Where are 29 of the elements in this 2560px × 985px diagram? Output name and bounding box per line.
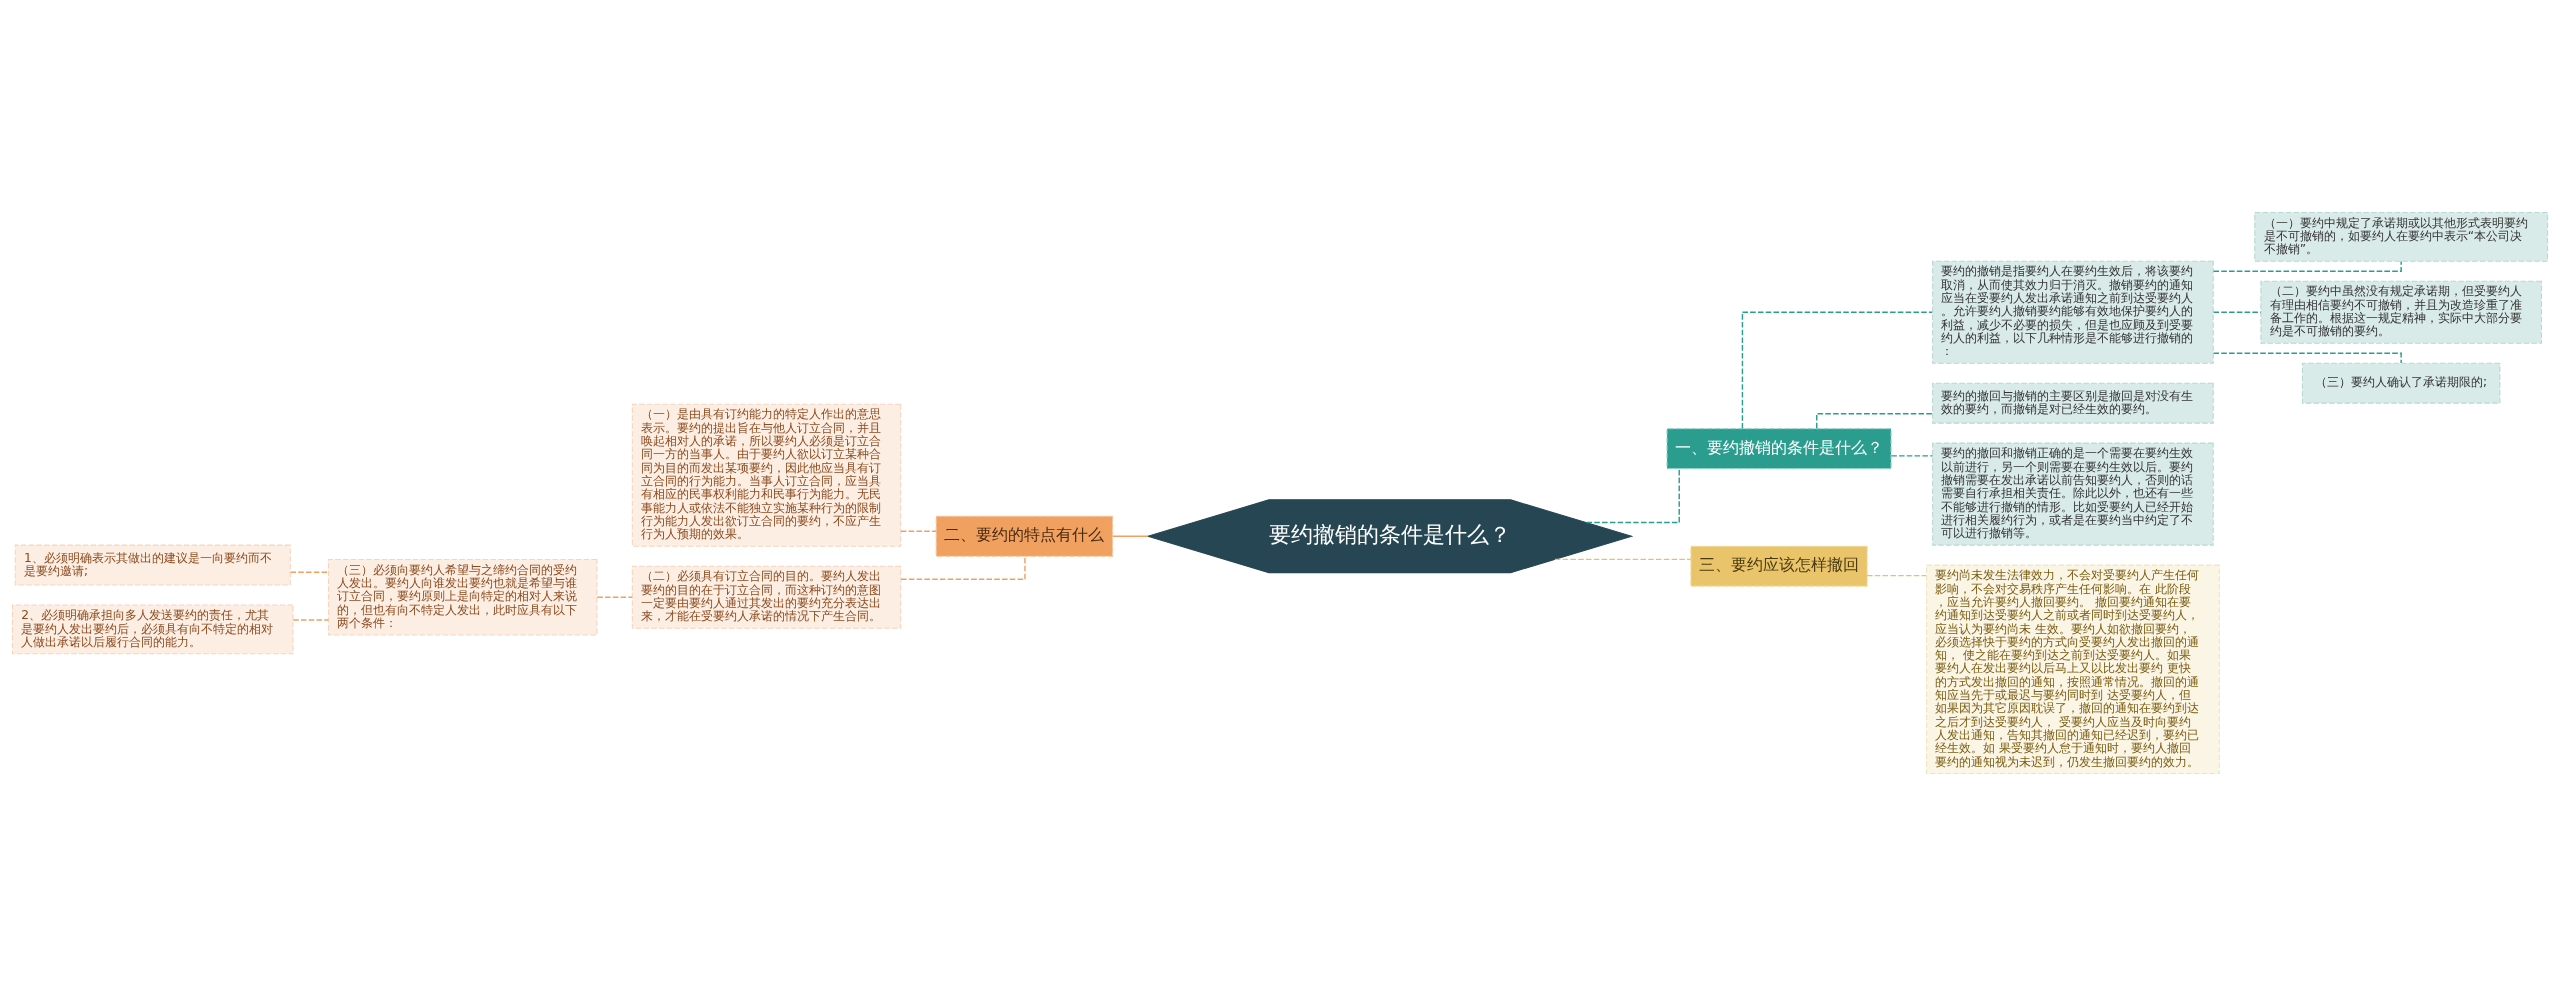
node-box: （二）必须具有订立合同的目的。要约人发出要约的目的在于订立合同，而这种订约的意图一定要由要约人通过其发出的要约充分表达出来，才能在受要约人承诺的情况下产生合同。 bbox=[631, 565, 902, 629]
node-box: 要约的撤回和撤销正确的是一个需要在要约生效以前进行，另一个则需要在要约生效以后。要约撤销需要在发出承诺以前告知要约人，否则的话需要自行承担相关责任。除此以外，也还有一些不能够进行撤销的情形。比如受要约人已经开始进行相关履约行为，或者是在要约当中约定了不可以进行撤销等。 bbox=[1932, 442, 2214, 546]
node-box: 2、必须明确承担向多人发送要约的责任，尤其是要约人发出要约后，必须具有向不特定的相对人做出承诺以后履行合同的能力。 bbox=[11, 603, 294, 654]
node-box: （一）是由具有订约能力的特定人作出的意思表示。要约的提出旨在与他人订立合同，并且唤起相对人的承诺，所以要约人必须是订立合同一方的当事人。由于要约人欲以订立某种合同为目的而发出某项要约，因此他应当具有订立合同的行为能力。当事人订立合同，应当具有相应的民事权利能力和民事行为能力。无民事能力人或依法不能独立实施某种行为的限制行为能力人发出欲订立合同的要约，不应产生行为人预期的效果。 bbox=[631, 403, 902, 547]
connector bbox=[1585, 467, 1680, 523]
node-box: 要约的撤回与撤销的主要区别是撤回是对没有生效的要约，而撤销是对已经生效的要约。 bbox=[1932, 382, 2214, 424]
node-box: 二、要约的特点有什么 bbox=[935, 515, 1114, 557]
connector bbox=[1866, 574, 1927, 576]
connector bbox=[1816, 412, 1934, 429]
connector bbox=[1554, 558, 1692, 560]
node-box: 三、要约应该怎样撤回 bbox=[1690, 545, 1868, 587]
connector bbox=[596, 596, 633, 598]
node-box: 一、要约撤销的条件是什么？ bbox=[1666, 427, 1892, 469]
node-box: （三）必须向要约人希望与之缔约合同的受约人发出。要约人向谁发出要约也就是希望与谁订立合同，要约原则上是向特定的相对人来说的，但也有向不特定人发出，此时应具有以下两个条件： bbox=[327, 558, 598, 635]
node-box: （三）要约人确认了承诺期限的; bbox=[2301, 362, 2501, 404]
node-box: 要约尚未发生法律效力，不会对受要约人产生任何影响，不会对交易秩序产生任何影响。在 此阶段，应当允许要约人撤回要约。 撤回要约通知在要约通知到达受要约人之前或者同时到达受要约人，应当认为要约尚未 生效。要约人如欲撤回要约，必须选择快于要约的方式向受要约人发出撤回的通知， 使之能在要约到达之前到达受要约人。如果要约人在发出要约以后马上又以比发出要约 更快的方式发出撤回的通知，按照通常情况。撤回的通知应当先于或最迟与要约同时到 达受要约人，但如果因为其它原因耽误了，撤回的通知在要约到达之后才到达受要约人， 受要约人应当及时向要约人发出通知，告知其撤回的通知已经迟到，要约已经生效。如 果受要约人怠于通知时，要约人撤回要约的通知视为未迟到，仍发生撤回要约的效力。 bbox=[1925, 564, 2220, 774]
connector bbox=[900, 555, 1026, 580]
connector bbox=[289, 571, 330, 573]
connector bbox=[1890, 454, 1934, 457]
node-box: （一）要约中规定了承诺期或以其他形式表明要约是不可撤销的，如要约人在要约中表示“本公司决不撤销”。 bbox=[2254, 211, 2549, 262]
connector bbox=[2212, 352, 2402, 364]
connector bbox=[1741, 311, 1933, 429]
node-box: 1、必须明确表示其做出的建议是一向要约而不是要约邀请; bbox=[14, 544, 291, 586]
node-box: （二）要约中虽然没有规定承诺期，但受要约人有理由相信要约不可撤销，并且为改造珍重了准备工作的。根据这一规定精神，实际中大部分要约是不可撤销的要约。 bbox=[2260, 280, 2542, 344]
connector bbox=[900, 530, 937, 532]
node-box: 要约的撤销是指要约人在要约生效后，将该要约取消，从而使其效力归于消灭。撤销要约的通知应当在受要约人发出承诺通知之前到达受要约人。允许要约人撤销要约能够有效地保护要约人的利益，减少不必要的损失，但是也应顾及到受要约人的利益，以下几种情形是不能够进行撤销的： bbox=[1932, 260, 2214, 364]
connector bbox=[1112, 535, 1149, 537]
connector bbox=[2212, 311, 2262, 313]
connector bbox=[292, 618, 330, 621]
